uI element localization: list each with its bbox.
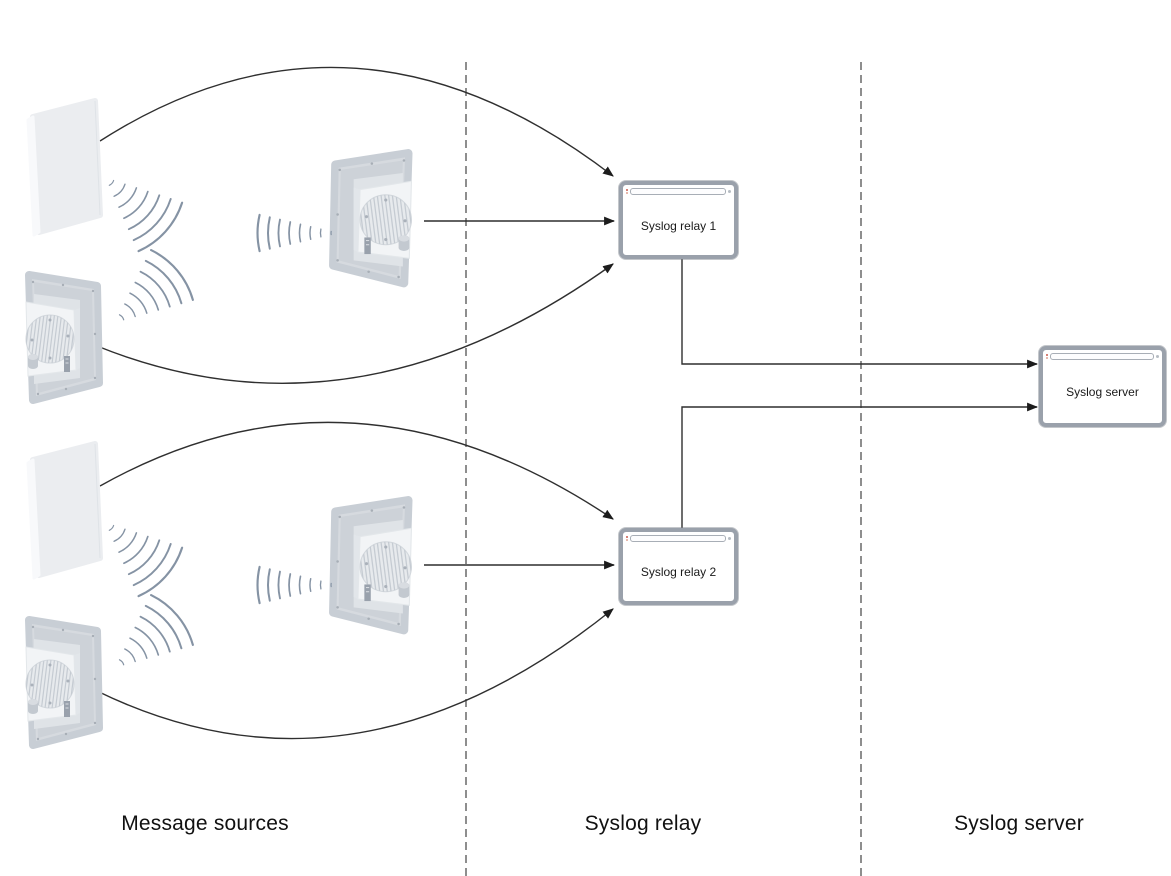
connector-relay2-to-server <box>681 402 1039 528</box>
section-label-syslog-relay: Syslog relay <box>584 812 702 835</box>
window-dots-icon <box>626 536 628 541</box>
window-button-icon <box>1156 355 1159 358</box>
sound-waves-icon <box>108 524 184 598</box>
node-label: Syslog relay 2 <box>640 565 717 579</box>
window-dots-icon <box>626 189 628 194</box>
sound-waves-icon <box>108 179 184 253</box>
speaker-device-icon <box>24 275 99 400</box>
sound-waves-icon <box>118 594 194 666</box>
speaker-device-icon <box>24 620 99 745</box>
node-syslog-relay-1: Syslog relay 1 <box>619 181 738 259</box>
browser-window-titlebar <box>626 187 731 196</box>
browser-window-titlebar <box>1046 352 1159 361</box>
window-button-icon <box>728 537 731 540</box>
connector-panel2-to-relay2 <box>99 421 614 520</box>
node-syslog-server: Syslog server <box>1039 346 1166 427</box>
sound-waves-icon <box>118 249 194 321</box>
node-label: Syslog relay 1 <box>640 218 717 233</box>
address-bar <box>630 188 726 195</box>
browser-window-titlebar <box>626 534 731 543</box>
sound-waves-icon <box>256 565 332 605</box>
speaker-device-icon <box>333 500 413 630</box>
section-label-message-sources: Message sources <box>121 812 289 835</box>
window-dots-icon <box>1046 354 1048 359</box>
speaker-device-icon <box>333 153 413 283</box>
sound-waves-icon <box>256 213 332 253</box>
window-button-icon <box>728 190 731 193</box>
address-bar <box>1050 353 1154 360</box>
node-label: Syslog server <box>1066 385 1139 399</box>
node-syslog-relay-2: Syslog relay 2 <box>619 528 738 605</box>
connector-speaker1-to-relay1 <box>96 263 614 384</box>
address-bar <box>630 535 726 542</box>
section-label-syslog-server: Syslog server <box>954 812 1084 835</box>
panel-device-icon <box>28 101 100 235</box>
connector-speaker3-to-relay2 <box>96 608 614 740</box>
connector-relay1-to-server <box>681 259 1039 369</box>
connector-panel1-to-relay1 <box>99 66 614 177</box>
panel-device-icon <box>28 444 100 578</box>
